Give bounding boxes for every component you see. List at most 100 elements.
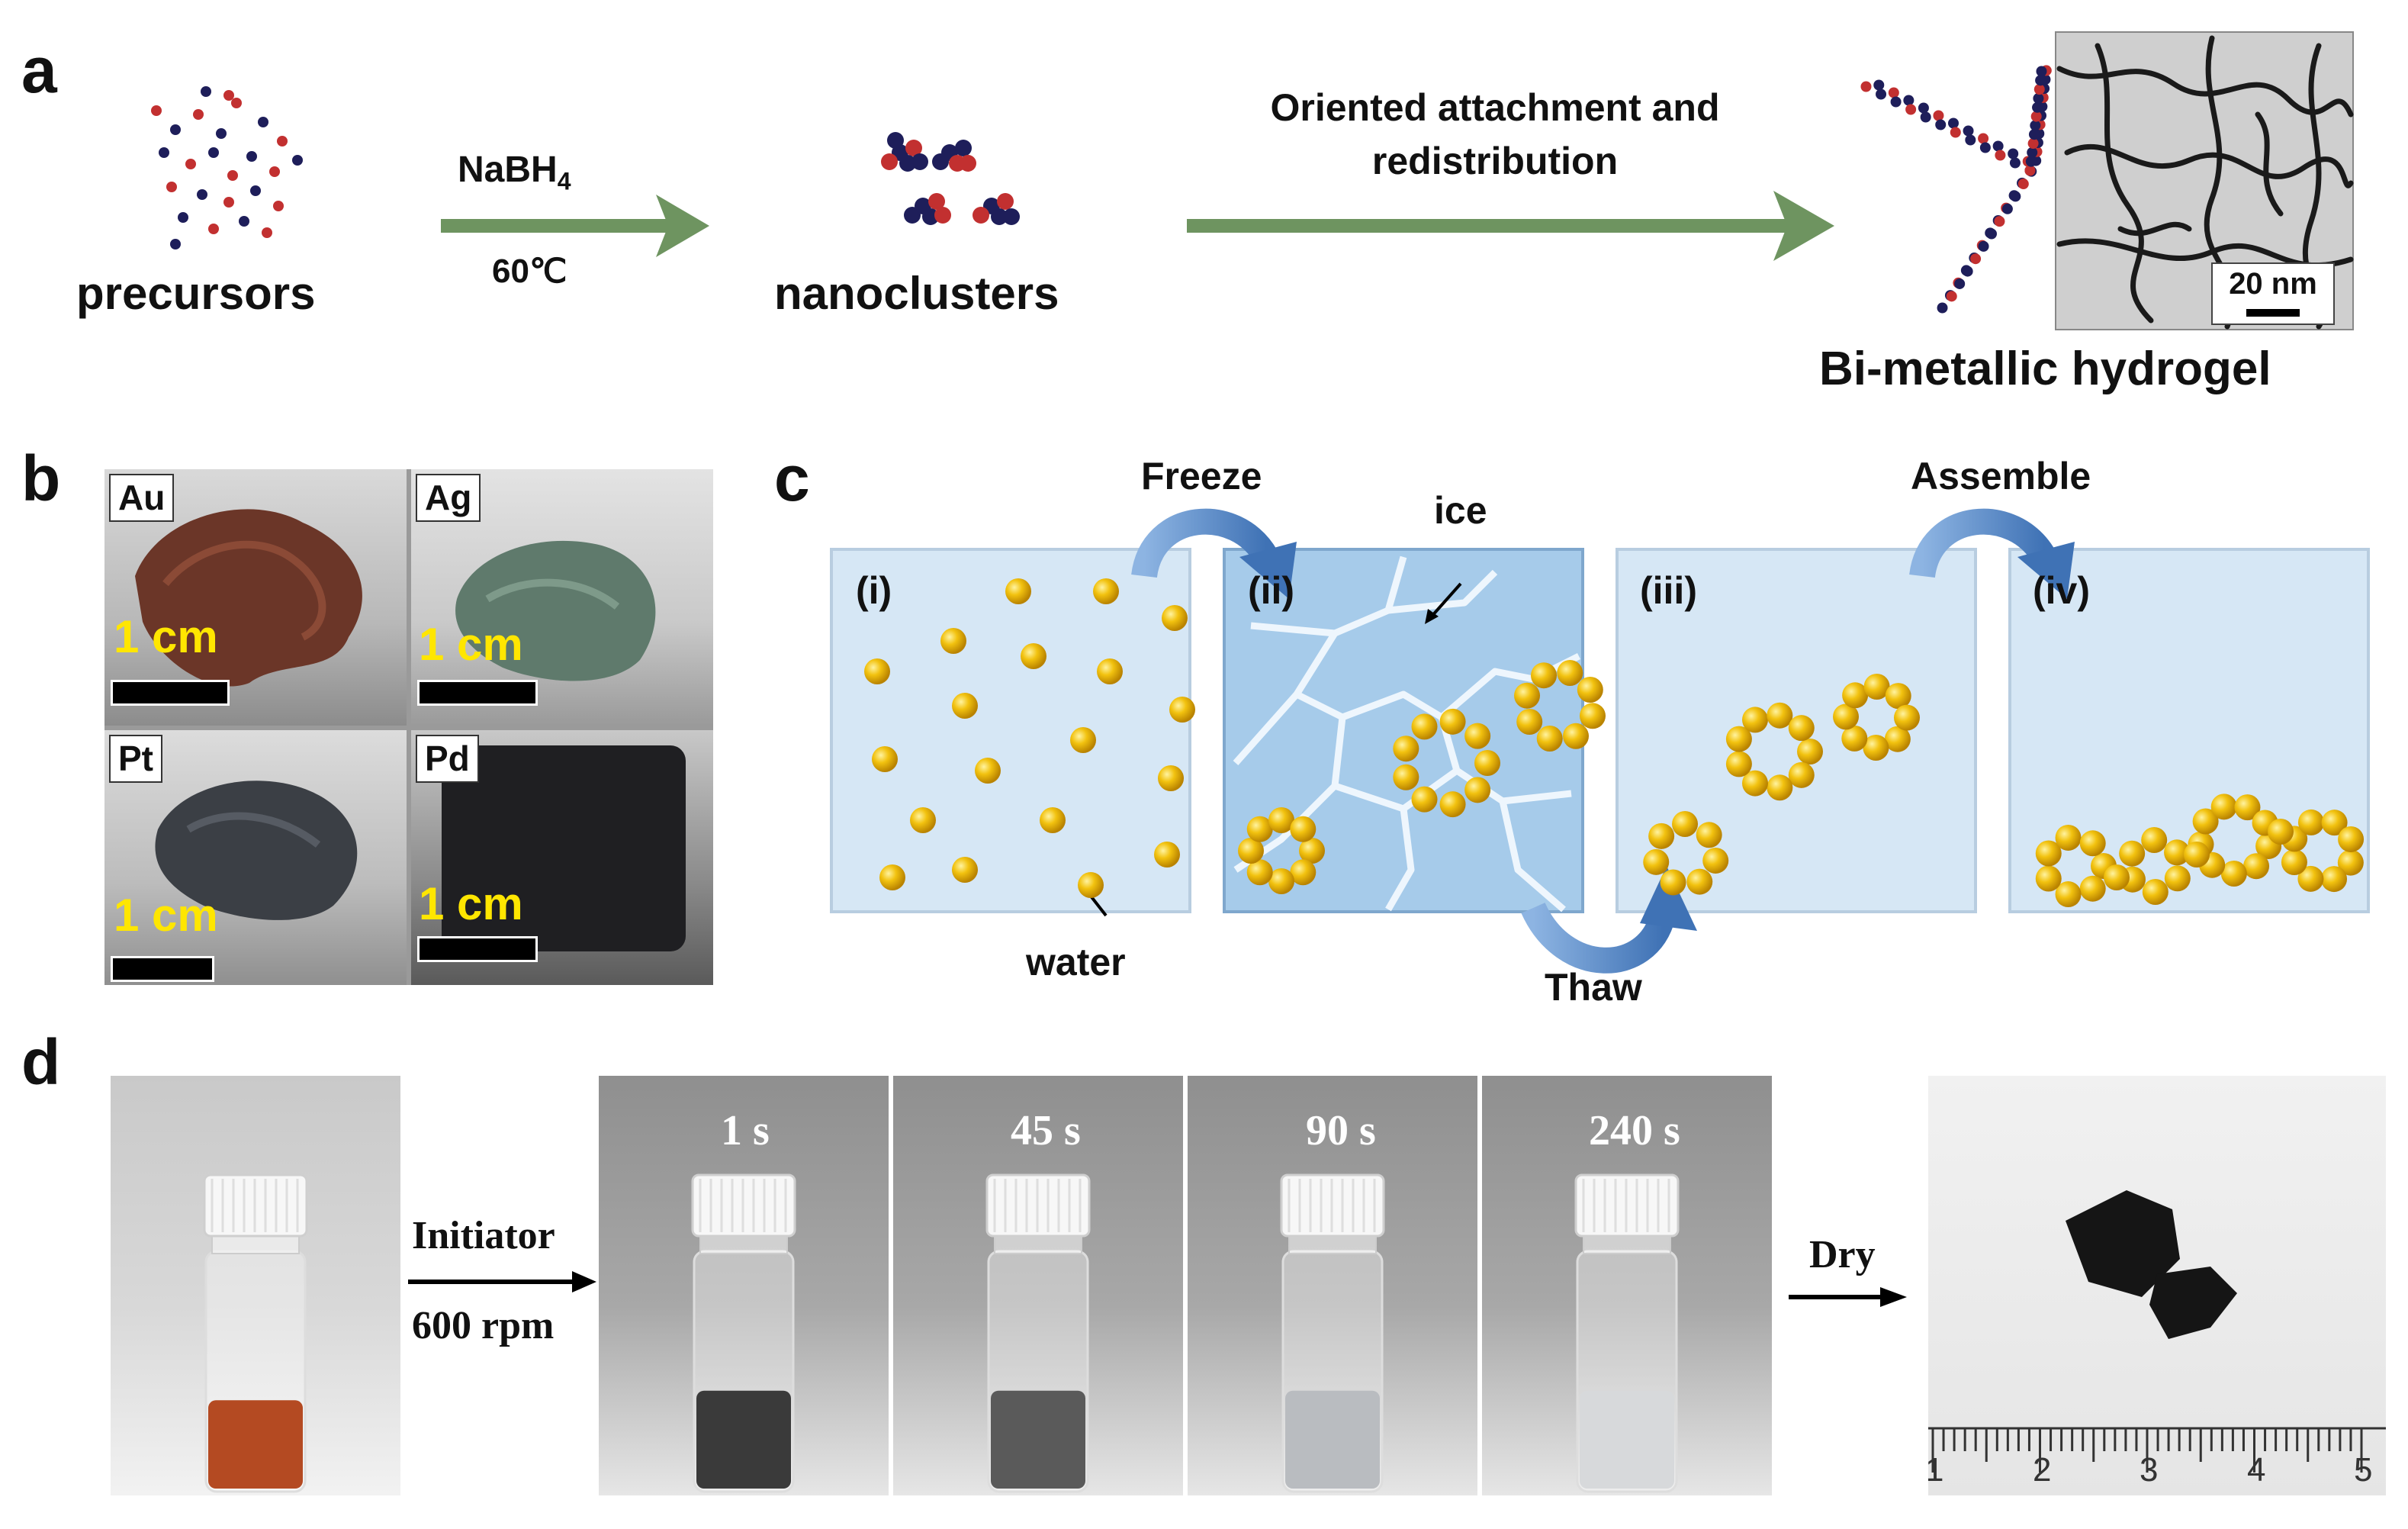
nanowire-particle bbox=[1937, 302, 1948, 314]
ruler-label-1: 1 bbox=[1928, 1451, 1944, 1489]
nanoparticle-icon bbox=[2104, 864, 2130, 890]
nanowire-particle bbox=[1920, 111, 1931, 123]
nanowire-particle bbox=[1890, 96, 1902, 108]
scale-bar-au bbox=[111, 680, 230, 706]
ruler: 1 2 3 4 5 bbox=[1928, 1428, 2386, 1495]
nanoparticle-icon bbox=[1268, 807, 1294, 833]
ruler-label-4: 4 bbox=[2247, 1451, 2266, 1489]
nanowire-particle bbox=[1918, 102, 1929, 114]
nanowire-particle bbox=[1888, 87, 1899, 98]
nanoparticle-icon bbox=[1093, 578, 1119, 604]
nanoparticle-icon bbox=[1643, 848, 1670, 875]
nanoparticle-icon bbox=[1516, 708, 1543, 735]
nanoparticle-icon bbox=[1162, 605, 1188, 631]
nanoparticle-icon bbox=[1788, 761, 1815, 788]
nanoparticle-icon bbox=[2268, 819, 2294, 845]
photo-dried-hydrogel: 1 2 3 4 5 bbox=[1928, 1076, 2386, 1495]
nanowire-particle bbox=[1965, 134, 1976, 146]
flow-arrow-icon bbox=[441, 195, 709, 257]
scale-label-pd: 1 cm bbox=[419, 878, 523, 929]
nanowire-particle bbox=[2033, 84, 2045, 95]
cell-i bbox=[830, 548, 1191, 913]
nanoparticle-icon bbox=[1070, 727, 1096, 753]
nanoparticle-icon bbox=[940, 628, 966, 654]
nanowire-particle bbox=[1873, 79, 1885, 91]
nanowire-particle bbox=[2027, 138, 2039, 150]
nanoparticle-icon bbox=[1411, 786, 1438, 813]
nanowire-particle bbox=[2027, 146, 2038, 158]
nanoparticle-icon bbox=[1696, 822, 1722, 848]
scale-bar-ag bbox=[417, 680, 538, 706]
step2-label-line1: Oriented attachment and bbox=[1270, 86, 1720, 129]
panel-label-b: b bbox=[21, 443, 61, 514]
nanoparticle-icon bbox=[1078, 872, 1104, 898]
ruler-label-5: 5 bbox=[2354, 1451, 2373, 1489]
reagent-label: NaBH4 bbox=[458, 150, 571, 195]
nanoparticle-icon bbox=[2035, 840, 2062, 867]
nanowire-particle bbox=[1933, 110, 1944, 121]
panel-label-a: a bbox=[21, 34, 57, 106]
nanowire-particle bbox=[1954, 278, 1966, 289]
metal-tag-pd: Pd bbox=[416, 735, 479, 783]
nanowire-particle bbox=[1978, 133, 1989, 144]
thaw-label: Thaw bbox=[1545, 966, 1642, 1009]
flow-arrow-icon bbox=[1187, 191, 1834, 261]
nanowire-particle bbox=[2024, 165, 2036, 176]
nanoparticle-icon bbox=[1562, 723, 1589, 749]
step2-label-line2: redistribution bbox=[1371, 140, 1619, 182]
nanowire-particle bbox=[1978, 240, 1989, 252]
photo-time-45s bbox=[893, 1076, 1183, 1495]
scale-label-ag: 1 cm bbox=[419, 619, 523, 670]
nanowire-particle bbox=[2030, 111, 2042, 122]
nanowire-particle bbox=[2009, 157, 2021, 169]
nanoparticle-icon bbox=[1474, 750, 1500, 776]
nanoparticle-icon bbox=[1660, 869, 1686, 896]
panel-c-graphics bbox=[830, 508, 2370, 974]
nanoparticle-icon bbox=[1290, 816, 1317, 842]
metal-tag-au: Au bbox=[109, 474, 175, 522]
nanoparticle-icon bbox=[2055, 881, 2082, 908]
nanoparticle-icon bbox=[2055, 824, 2082, 851]
nanoparticle-icon bbox=[864, 658, 890, 684]
precursors-label: precursors bbox=[76, 268, 316, 319]
nanoparticle-icon bbox=[2281, 849, 2307, 876]
nanowire-particle bbox=[1970, 253, 1982, 265]
flow-arrow-icon bbox=[1789, 1287, 1907, 1307]
nanowire-particle bbox=[2001, 203, 2013, 214]
nanoparticle-icon bbox=[2297, 809, 2324, 835]
curved-arrow-icon bbox=[1909, 508, 2075, 599]
nanoparticle-icon bbox=[1021, 643, 1046, 669]
precursors-scatter-icon bbox=[151, 86, 303, 249]
nanowire-particle bbox=[2028, 129, 2040, 140]
nanoclusters-label: nanoclusters bbox=[774, 268, 1059, 319]
nanoparticle-icon bbox=[1411, 713, 1438, 740]
nanoparticle-icon bbox=[2164, 865, 2191, 892]
nanowire-particle bbox=[1963, 125, 1974, 137]
nanoparticle-icon bbox=[872, 746, 898, 772]
ice-label: ice bbox=[1434, 489, 1487, 532]
step-label-iv: (iv) bbox=[2033, 569, 2090, 612]
nanoparticle-icon bbox=[1702, 847, 1729, 874]
scale-label-pt: 1 cm bbox=[114, 890, 218, 941]
nanoparticle-icon bbox=[952, 693, 978, 719]
nanowire-particle bbox=[1948, 117, 1959, 129]
nanoparticle-icon bbox=[1742, 707, 1768, 733]
nanoparticle-icon bbox=[910, 807, 936, 833]
nanoparticle-icon bbox=[2220, 860, 2247, 887]
nanowire-particle bbox=[2010, 191, 2021, 202]
photo-time-240s bbox=[1482, 1076, 1772, 1495]
nanoparticle-icon bbox=[1154, 842, 1180, 868]
nanoparticle-icon bbox=[2337, 849, 2364, 876]
nanowire-particle bbox=[1860, 81, 1872, 92]
time-label-45s: 45 s bbox=[1011, 1107, 1081, 1154]
nanoparticle-icon bbox=[1725, 751, 1752, 777]
nanoparticle-icon bbox=[1863, 734, 1889, 761]
photo-time-1s bbox=[599, 1076, 889, 1495]
rpm-label: 600 rpm bbox=[412, 1304, 555, 1347]
nanowire-particle bbox=[2033, 92, 2044, 104]
nanoparticle-icon bbox=[2243, 853, 2270, 880]
nanoparticle-icon bbox=[1097, 658, 1123, 684]
nanowire-particle bbox=[1995, 150, 2006, 161]
nanowire-particle bbox=[2008, 148, 2019, 159]
curved-arrow-icon bbox=[1131, 508, 1297, 599]
